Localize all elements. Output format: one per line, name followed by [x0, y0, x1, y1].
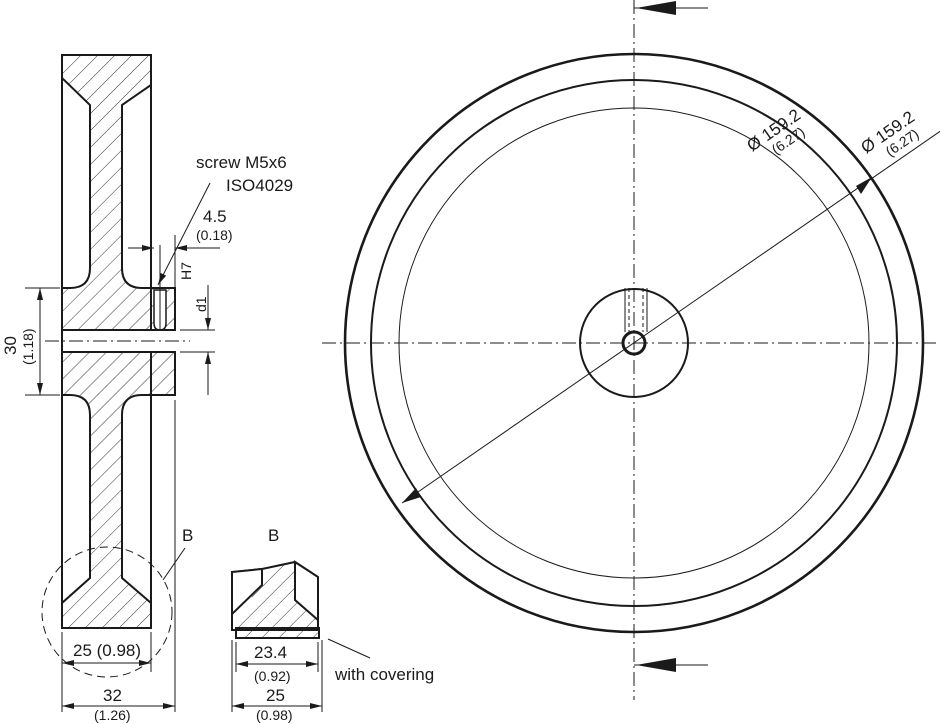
detail-marker: B [182, 526, 193, 545]
tread-circle [370, 79, 898, 607]
detail-title: B [268, 526, 279, 545]
dim-screw-offset-inch: (0.18) [196, 227, 233, 243]
dim-covering: 23.4 [254, 643, 287, 662]
front-view: Ø 159.2 (6.27) Ø 159.2 (6.27) [322, 0, 940, 700]
tolerance-label: H7 [178, 262, 194, 280]
hub-circle [579, 288, 689, 398]
detail-b-view: B 23.4 (0.92) 25 (0.98) with covering [231, 526, 434, 723]
dim-hub: 30 [1, 336, 20, 355]
dim-total-inch: (1.26) [94, 707, 131, 723]
lower-section [61, 351, 176, 629]
dim-screw-offset: 4.5 [203, 207, 227, 226]
screw-standard-label: ISO4029 [226, 176, 293, 195]
dim-hub-inch: (1.18) [20, 328, 36, 365]
section-arrow-top-icon [636, 1, 676, 15]
screw-label: screw M5x6 [196, 153, 287, 172]
detail-b-circle [41, 546, 173, 678]
upper-section [61, 54, 176, 331]
section-arrow-bottom-icon [636, 658, 676, 672]
outer-circle [343, 52, 925, 634]
side-section-view: screw M5x6 ISO4029 4.5 (0.18) H7 d1 30 (… [1, 54, 293, 723]
dim-total: 32 [103, 686, 122, 705]
covering-note: with covering [334, 665, 434, 684]
bore-label: d1 [193, 296, 209, 312]
dim-tread: 25 (0.98) [73, 641, 141, 660]
web-circle [398, 107, 870, 579]
covering-strip [235, 627, 320, 639]
bore-circle [621, 330, 647, 356]
dim-covering-inch: (0.92) [254, 668, 291, 684]
dim-width: 25 [266, 686, 285, 705]
dim-width-inch: (0.98) [256, 707, 293, 723]
